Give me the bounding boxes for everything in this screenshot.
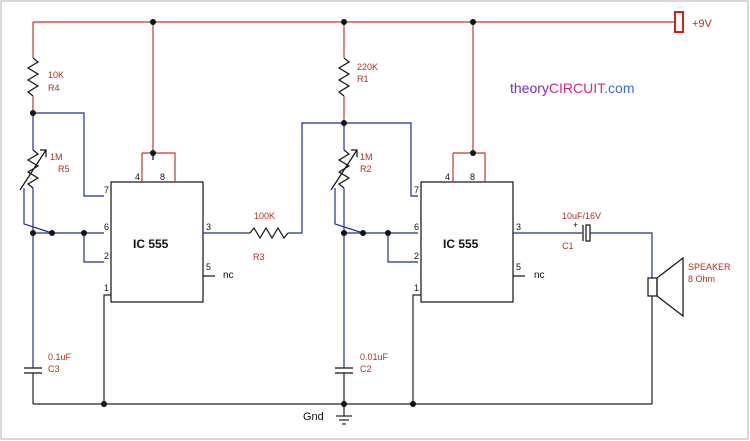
r4-value: 10K [48,70,64,80]
watermark-part2: CIRCUIT [549,80,606,96]
ic1-pin3: 3 [206,222,211,232]
r5-value: 1M [50,152,63,162]
c3-value: 0.1uF [48,352,72,362]
ground-bus: Gnd [33,403,652,425]
ic1-pin7: 7 [104,185,109,195]
ic1-label: IC 555 [133,237,169,251]
ic2-pin1: 1 [414,283,419,293]
supply-label: +9V [692,18,713,30]
watermark-part1: theory [510,80,549,96]
c1-polarity: + [573,220,578,230]
c1-value: 10uF/16V [562,211,601,221]
r2-value: 1M [360,152,373,162]
stage1-timing [19,22,104,404]
speaker-name: SPEAKER [688,262,731,272]
coupling-r3 [203,122,344,240]
ic2-pin7: 7 [414,185,419,195]
ic1-pin6: 6 [104,222,109,232]
ic2-555: IC 555 4 8 7 6 2 1 3 5 nc [412,22,545,404]
supply-rail: +9V [33,11,713,33]
c3-ref: C3 [48,364,60,374]
speaker-cone [656,256,684,318]
r4-ref: R4 [48,83,60,93]
ic1-pin1: 1 [104,283,109,293]
resistor-r4 [26,57,40,97]
speaker-coil [647,277,658,297]
ic1-pin5: 5 [206,262,211,272]
c2-ref: C2 [360,364,372,374]
ic2-pin4: 4 [445,172,450,182]
watermark-part3: .com [604,80,634,96]
ic1-pin8: 8 [160,172,165,182]
speaker-impedance: 8 Ohm [688,274,715,284]
site-watermark: theoryCIRCUIT.com [510,80,635,96]
stage2-timing [330,22,418,404]
junction-dots [30,19,476,407]
output-stage: + [513,220,684,404]
r2-wiper-arrow [330,149,358,191]
ic1-pin2: 2 [104,251,109,261]
ic2-pin3: 3 [516,222,521,232]
ic1-body [110,181,204,303]
r5-ref: R5 [58,164,70,174]
ic1-pin4: 4 [135,172,140,182]
r5-wiper-arrow [19,149,47,191]
ic2-label: IC 555 [443,237,479,251]
ic2-pin5-nc: nc [534,270,545,281]
ic2-pin5: 5 [516,262,521,272]
r1-value: 220K [357,62,378,72]
ic2-pin2: 2 [414,251,419,261]
c1-ref: C1 [562,241,574,251]
r1-ref: R1 [357,74,369,84]
r2-ref: R2 [360,164,372,174]
supply-terminal [674,11,684,33]
ic2-pin6: 6 [414,222,419,232]
ic1-555: IC 555 4 8 7 6 2 1 3 5 nc [103,22,234,404]
ic1-pin5-nc: nc [223,270,234,281]
ground-label: Gnd [303,411,324,423]
r3-ref: R3 [253,252,265,262]
r3-value: 100K [254,211,275,221]
c2-value: 0.01uF [360,352,389,362]
capacitor-c1-plate-right [585,224,591,242]
ic2-pin8: 8 [470,172,475,182]
resistor-r1 [337,57,351,97]
resistor-r3 [249,226,289,240]
ic2-body [420,181,514,303]
